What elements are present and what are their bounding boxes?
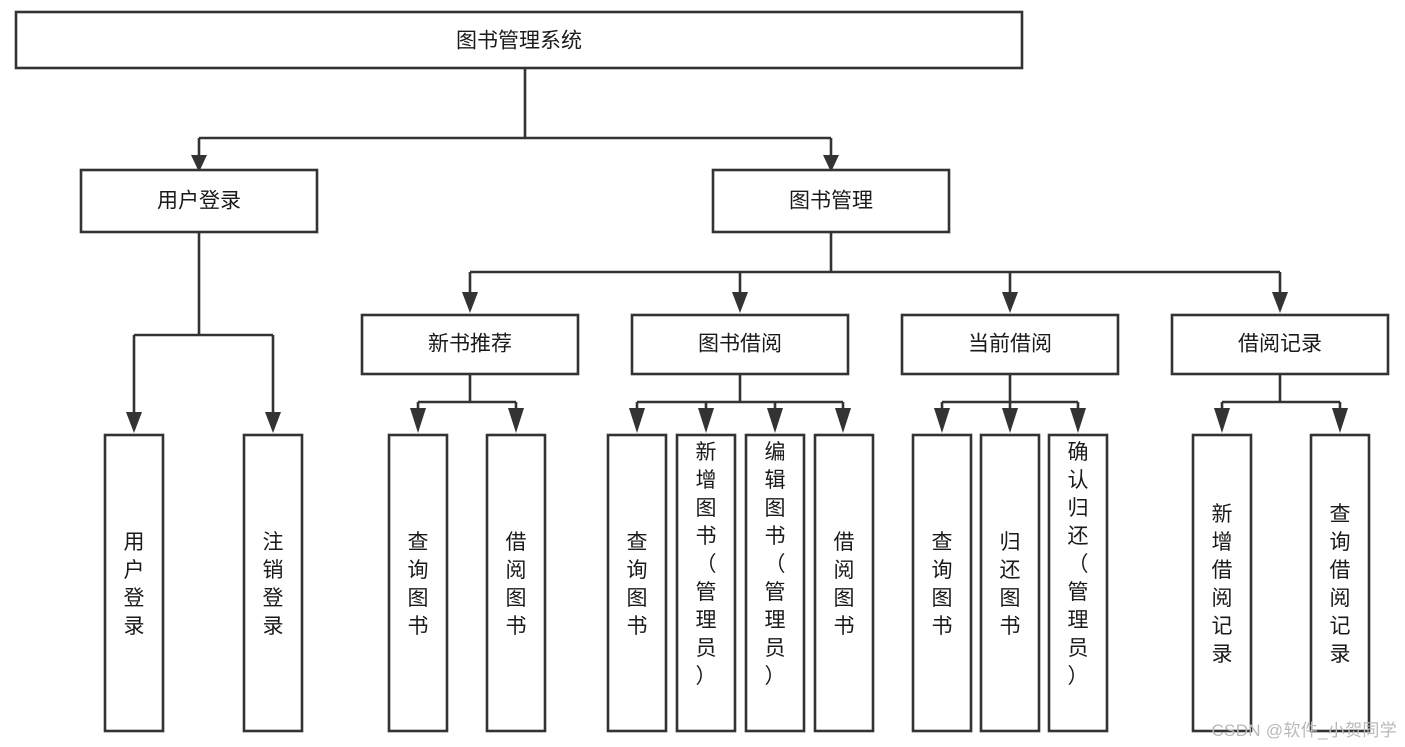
node-user-login-box[interactable]	[79, 168, 319, 234]
leaf-cb-query-book[interactable]: 查询图书	[911, 433, 973, 733]
arrow-head-bb-edit-book	[767, 408, 783, 433]
connector-layer	[126, 68, 1348, 433]
leaf-bb-query-book-box[interactable]	[606, 433, 668, 733]
node-current-borrow[interactable]: 当前借阅	[900, 313, 1120, 376]
arrow-head-borrow-record	[1272, 292, 1288, 313]
arrow-head-leaf-logout	[265, 412, 281, 433]
arrow-head-leaf-user-login	[126, 412, 142, 433]
leaf-br-query-record[interactable]: 查询借阅记录	[1309, 433, 1371, 733]
node-root[interactable]: 图书管理系统	[14, 10, 1024, 70]
arrow-head-cb-confirm-return	[1070, 408, 1086, 433]
arrow-head-br-add-record	[1214, 408, 1230, 433]
leaf-cb-confirm-return-box[interactable]	[1047, 433, 1109, 733]
node-borrow-record[interactable]: 借阅记录	[1170, 313, 1390, 376]
arrow-head-nb-borrow-book	[508, 408, 524, 433]
leaf-nb-borrow-book-box[interactable]	[485, 433, 547, 733]
leaf-br-add-record-box[interactable]	[1191, 433, 1253, 733]
node-root-box[interactable]	[14, 10, 1024, 70]
leaf-user-login-box[interactable]	[103, 433, 165, 733]
leaf-cb-return-book-box[interactable]	[979, 433, 1041, 733]
leaf-user-login[interactable]: 用户登录	[103, 433, 165, 733]
leaf-bb-add-book-box[interactable]	[675, 433, 737, 733]
leaf-bb-borrow-book-box[interactable]	[813, 433, 875, 733]
arrow-head-current-borrow	[1002, 292, 1018, 313]
leaf-bb-borrow-book-label: 借阅图书	[834, 531, 855, 638]
leaf-cb-confirm-return[interactable]: 确认归还（管理员）	[1047, 433, 1109, 733]
node-borrow-record-box[interactable]	[1170, 313, 1390, 376]
leaf-bb-edit-book-label: 编辑图书（管理员）	[765, 441, 786, 688]
node-current-borrow-box[interactable]	[900, 313, 1120, 376]
leaf-bb-query-book[interactable]: 查询图书	[606, 433, 668, 733]
node-new-book-recommend-label: 新书推荐	[428, 333, 512, 356]
arrow-head-book-borrow	[732, 292, 748, 313]
leaf-nb-query-book-box[interactable]	[387, 433, 449, 733]
node-new-book-recommend[interactable]: 新书推荐	[360, 313, 580, 376]
leaf-br-add-record[interactable]: 新增借阅记录	[1191, 433, 1253, 733]
leaf-bb-add-book[interactable]: 新增图书（管理员）	[675, 433, 737, 733]
leaf-bb-edit-book[interactable]: 编辑图书（管理员）	[744, 433, 806, 733]
arrow-head-cb-query-book	[934, 408, 950, 433]
node-user-login-label: 用户登录	[157, 190, 241, 213]
arrow-head-br-query-record	[1332, 408, 1348, 433]
leaf-bb-borrow-book[interactable]: 借阅图书	[813, 433, 875, 733]
leaf-cb-query-book-box[interactable]	[911, 433, 973, 733]
node-root-label: 图书管理系统	[456, 30, 582, 53]
node-book-borrow[interactable]: 图书借阅	[630, 313, 850, 376]
leaf-br-query-record-box[interactable]	[1309, 433, 1371, 733]
leaf-br-query-record-label: 查询借阅记录	[1330, 503, 1351, 666]
node-new-book-recommend-box[interactable]	[360, 313, 580, 376]
arrow-head-bb-borrow-book	[835, 408, 851, 433]
node-book-borrow-label: 图书借阅	[698, 333, 782, 356]
node-book-borrow-box[interactable]	[630, 313, 850, 376]
arrow-head-user-login	[191, 155, 207, 172]
leaf-nb-query-book-label: 查询图书	[408, 531, 429, 638]
leaf-bb-query-book-label: 查询图书	[627, 531, 648, 638]
node-book-management[interactable]: 图书管理	[711, 168, 951, 234]
arrow-head-bb-add-book	[698, 408, 714, 433]
leaf-cb-query-book-label: 查询图书	[932, 531, 953, 638]
leaf-logout[interactable]: 注销登录	[242, 433, 304, 733]
leaf-cb-confirm-return-label: 确认归还（管理员）	[1068, 441, 1089, 688]
leaf-nb-borrow-book[interactable]: 借阅图书	[485, 433, 547, 733]
arrow-head-cb-return-book	[1002, 408, 1018, 433]
arrow-head-nb-query-book	[410, 408, 426, 433]
node-current-borrow-label: 当前借阅	[968, 333, 1052, 356]
leaf-logout-label: 注销登录	[263, 531, 284, 638]
node-book-management-box[interactable]	[711, 168, 951, 234]
leaf-nb-query-book[interactable]: 查询图书	[387, 433, 449, 733]
leaf-cb-return-book-label: 归还图书	[1000, 531, 1021, 638]
leaf-bb-add-book-label: 新增图书（管理员）	[696, 441, 717, 688]
csdn-watermark: CSDN @软件_小贺同学	[1211, 721, 1397, 740]
leaf-nb-borrow-book-label: 借阅图书	[506, 531, 527, 638]
node-user-login[interactable]: 用户登录	[79, 168, 319, 234]
leaf-user-login-label: 用户登录	[124, 531, 145, 638]
leaf-logout-box[interactable]	[242, 433, 304, 733]
node-borrow-record-label: 借阅记录	[1238, 333, 1322, 356]
arrow-head-book-mgmt	[823, 155, 839, 172]
node-book-management-label: 图书管理	[789, 190, 873, 213]
leaf-cb-return-book[interactable]: 归还图书	[979, 433, 1041, 733]
arrow-head-bb-query-book	[629, 408, 645, 433]
leaf-br-add-record-label: 新增借阅记录	[1212, 503, 1233, 666]
arrow-head-new-book	[462, 292, 478, 313]
leaf-bb-edit-book-box[interactable]	[744, 433, 806, 733]
